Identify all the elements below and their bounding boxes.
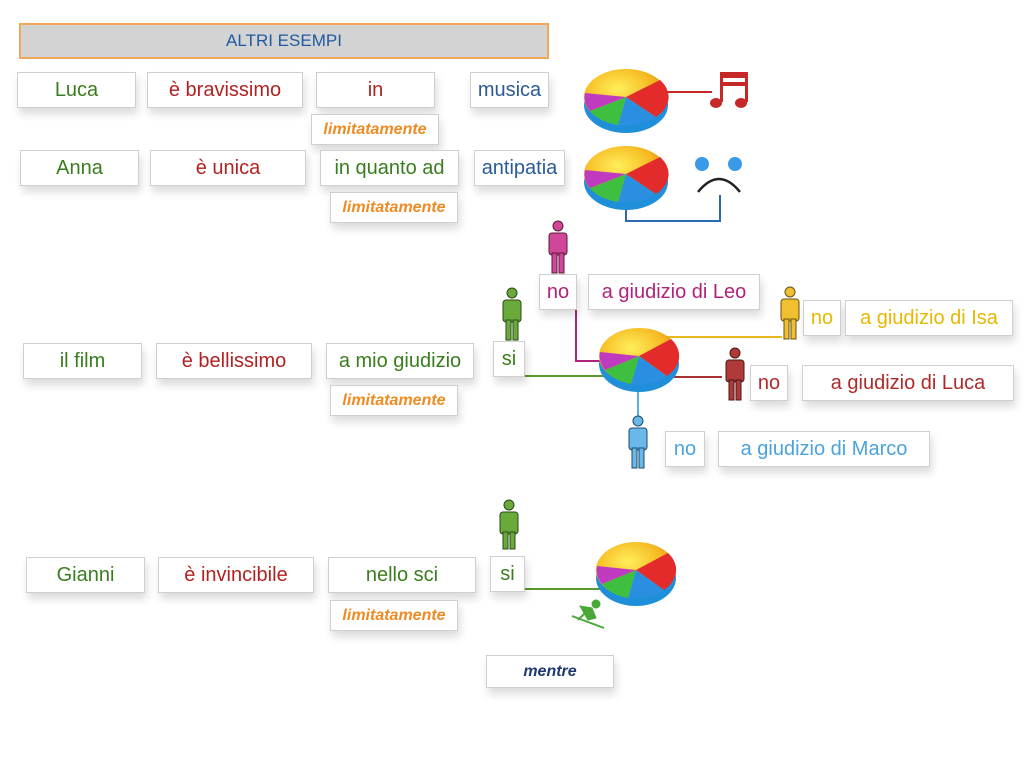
answer-box: si [493,341,525,377]
prep-box: a mio giudizio [326,343,474,379]
opinion-box: a giudizio di Marco [718,431,930,467]
noun-text: musica [477,78,542,101]
prep-text: in [367,78,384,101]
noun-box: antipatia [474,150,565,186]
answer-text: no [757,371,781,394]
tag-text: limitatamente [342,606,446,624]
opinion-box: a giudizio di Leo [588,274,760,310]
person-icon [725,347,745,401]
person-icon [548,220,568,274]
mentre-text: mentre [523,662,577,680]
prep-text: a mio giudizio [338,349,462,372]
limitation-tag: limitatamente [330,192,458,223]
verb-text: è unica [195,156,261,179]
subject-box: Gianni [26,557,145,593]
skier-icon [571,599,605,629]
tag-text: limitatamente [342,198,446,216]
verb-box: è unica [150,150,306,186]
prep-text: in quanto ad [334,156,445,179]
opinion-text: a giudizio di Marco [740,437,908,460]
subject-text: Anna [56,156,103,179]
subject-box: Anna [20,150,139,186]
title-banner: ALTRI ESEMPI [19,23,549,59]
opinion-text: a giudizio di Luca [830,371,986,394]
answer-text: no [810,306,834,329]
answer-text: si [501,347,517,370]
person-icon [499,499,519,550]
subject-text: Gianni [56,563,115,586]
limitation-tag: limitatamente [330,385,458,416]
limitation-tag: limitatamente [311,114,439,145]
opinion-answer-box: no [803,300,841,336]
tag-text: limitatamente [342,391,446,409]
mentre-box: mentre [486,655,614,688]
pie-chart-icon [599,328,680,392]
tag-text: limitatamente [323,120,427,138]
verb-text: è bellissimo [181,349,287,372]
answer-text: no [546,280,570,303]
verb-box: è invincibile [158,557,314,593]
prep-box: in quanto ad [320,150,459,186]
answer-text: si [500,562,515,585]
person-icon [628,415,648,469]
opinion-answer-box: no [665,431,705,467]
person-icon [502,287,522,341]
subject-box: Luca [17,72,136,108]
frown-face-icon [695,157,742,193]
opinion-text: a giudizio di Leo [601,280,747,303]
pie-chart-icon [596,542,677,606]
music-note-icon [710,72,748,108]
answer-text: no [673,437,697,460]
connector-line [575,310,602,362]
prep-text: nello sci [365,563,439,586]
verb-box: è bravissimo [147,72,303,108]
verb-text: è bravissimo [168,78,282,101]
verb-text: è invincibile [184,563,288,586]
opinion-box: a giudizio di Luca [802,365,1014,401]
noun-box: musica [470,72,549,108]
prep-box: in [316,72,435,108]
page-title: ALTRI ESEMPI [226,31,342,50]
opinion-box: a giudizio di Isa [845,300,1013,336]
opinion-text: a giudizio di Isa [860,306,998,329]
verb-box: è bellissimo [156,343,312,379]
subject-text: il film [59,349,106,372]
opinion-answer-box: no [539,274,577,310]
answer-box: si [490,556,525,592]
opinion-answer-box: no [750,365,788,401]
pie-chart-icon [584,146,669,210]
person-icon [780,286,800,340]
noun-text: antipatia [481,156,558,179]
pie-chart-icon [584,69,669,133]
prep-box: nello sci [328,557,476,593]
limitation-tag: limitatamente [330,600,458,631]
subject-text: Luca [54,78,99,101]
subject-box: il film [23,343,142,379]
